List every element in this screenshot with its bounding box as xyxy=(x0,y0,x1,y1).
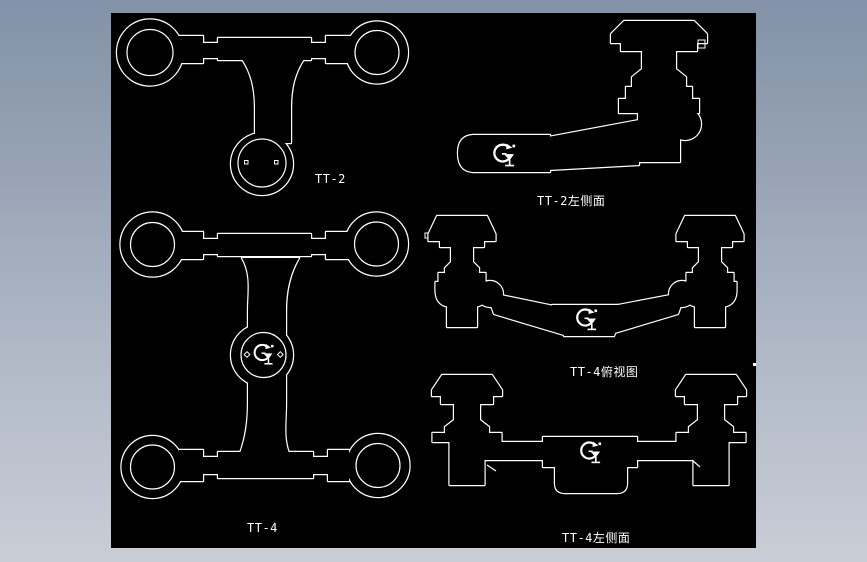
tt2-front-view[interactable]: TT-2 xyxy=(115,18,410,197)
tt4-top-view[interactable]: TT-4俯视图 xyxy=(429,216,757,379)
tt4-front-details xyxy=(129,221,431,490)
tt4-side-details xyxy=(486,440,701,472)
drawing-surface: TT-2 TT-2左侧面 xyxy=(115,18,757,545)
tt2-side-view[interactable]: TT-2左侧面 xyxy=(456,19,709,208)
tt2-front-details xyxy=(126,28,400,188)
tt4-side-view[interactable]: TT-4左侧面 xyxy=(432,375,746,545)
tt2-front-label[interactable]: TT-2 xyxy=(315,172,346,186)
tt4-top-label[interactable]: TT-4俯视图 xyxy=(570,364,638,379)
tt2-front-fill xyxy=(117,19,408,195)
tt4-front-fill xyxy=(120,212,410,498)
tt4-front-label[interactable]: TT-4 xyxy=(247,521,278,535)
cad-canvas[interactable]: TT-2 TT-2左侧面 xyxy=(111,13,756,548)
tt4-side-fill xyxy=(432,375,746,493)
tt4-front-view[interactable]: TT-4 xyxy=(119,211,431,536)
tt2-side-details xyxy=(493,39,706,168)
tt2-side-label[interactable]: TT-2左侧面 xyxy=(537,193,605,208)
tt4-side-label[interactable]: TT-4左侧面 xyxy=(562,530,630,545)
